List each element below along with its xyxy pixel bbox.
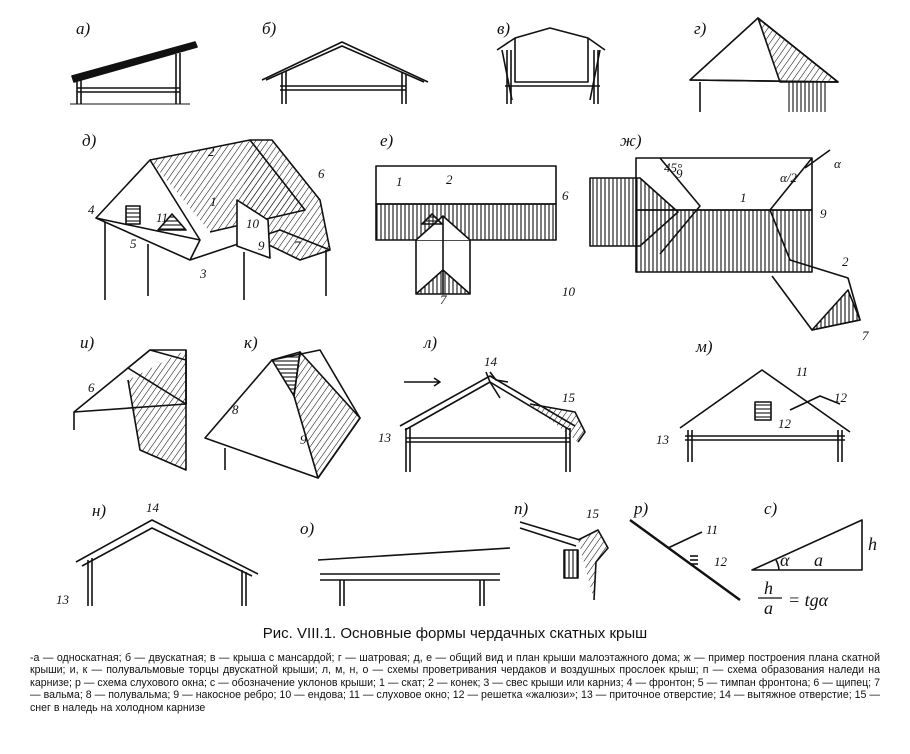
angle-alpha: α [834, 156, 842, 171]
num-6-d: 6 [318, 166, 325, 181]
num-5-d: 5 [130, 236, 137, 251]
label-zh: ж) [620, 131, 642, 150]
num-15-p: 15 [586, 506, 600, 521]
num-2-zh: 2 [842, 254, 849, 269]
num-2-e: 2 [446, 172, 453, 187]
label-i: и) [80, 333, 95, 352]
num-6-e: 6 [562, 188, 569, 203]
label-k: к) [244, 333, 258, 352]
label-b: б) [262, 19, 277, 38]
panel-a-shed-roof [70, 41, 198, 105]
panel-labels: а) б) в) г) д) е) ж) и) к) л) м) н) о) п… [76, 19, 778, 538]
slope-frac-h: h [764, 578, 773, 598]
slope-tg: = tgα [788, 590, 829, 610]
label-d: д) [82, 131, 97, 150]
num-13-l: 13 [378, 430, 392, 445]
label-o: о) [300, 519, 315, 538]
panel-l-attic-ventilation [399, 371, 586, 472]
panel-s-slope-notation [751, 519, 863, 599]
num-10-d: 10 [246, 216, 260, 231]
num-7-e: 7 [440, 292, 447, 307]
panel-o-flat-ventilation [317, 547, 511, 606]
num-11-m: 11 [796, 364, 808, 379]
panel-r-dormer [629, 519, 741, 601]
panel-g-hip-roof [689, 17, 839, 112]
panel-p-ice-dam [519, 521, 609, 601]
panel-d-house-view [95, 139, 331, 300]
num-3-d: 3 [199, 266, 207, 281]
figure-caption: -а — односкатная; б — двускатная; в — кр… [30, 652, 880, 714]
panel-i-half-hip [73, 349, 187, 471]
num-4-d: 4 [88, 202, 95, 217]
label-m: м) [695, 337, 713, 356]
num-9b-zh: 9 [820, 206, 827, 221]
slope-alpha: α [780, 550, 790, 570]
num-6-i: 6 [88, 380, 95, 395]
num-2-d: 2 [208, 144, 215, 159]
panel-b-gable-roof [261, 41, 429, 104]
num-13-m: 13 [656, 432, 670, 447]
label-s: с) [764, 499, 778, 518]
num-14-n: 14 [146, 500, 160, 515]
num-9-d: 9 [258, 238, 265, 253]
num-12-r: 12 [714, 554, 728, 569]
figure-title: Рис. VIII.1. Основные формы чердачных ск… [262, 625, 648, 642]
num-12b-m: 12 [778, 416, 792, 431]
num-14-l: 14 [484, 354, 498, 369]
num-11-r: 11 [706, 522, 718, 537]
slope-formula: α a h h a = tgα [764, 534, 877, 618]
panel-k-half-hip-end [204, 349, 361, 479]
num-1-d: 1 [210, 194, 217, 209]
slope-a: a [814, 550, 823, 570]
slope-h: h [868, 534, 877, 554]
angle-45: 45° [664, 160, 682, 175]
label-a: а) [76, 19, 91, 38]
label-v: в) [497, 19, 510, 38]
num-9-zh: 9 [676, 166, 683, 181]
num-11-d: 11 [156, 210, 168, 225]
label-n: н) [92, 501, 106, 520]
num-8-k: 8 [232, 402, 239, 417]
label-p: п) [514, 499, 529, 518]
num-10-e: 10 [562, 284, 576, 299]
num-9-k: 9 [300, 432, 307, 447]
num-1-zh: 1 [740, 190, 747, 205]
panel-zh-roof-construction [589, 149, 861, 331]
label-e: е) [380, 131, 394, 150]
label-r: р) [633, 499, 649, 518]
panel-e-roof-plan [375, 165, 557, 295]
panel-n-roof-ventilation [75, 519, 259, 606]
num-12-m: 12 [834, 390, 848, 405]
label-g: г) [694, 19, 707, 38]
slope-frac-a: a [764, 598, 773, 618]
num-7-zh: 7 [862, 328, 869, 343]
angle-half: α/2 [780, 170, 797, 185]
label-l: л) [423, 333, 437, 352]
panel-m-attic-ventilation [679, 369, 851, 462]
number-callouts: 2 6 4 5 11 1 10 9 7 3 1 2 6 7 10 9 1 9 2… [56, 144, 869, 607]
num-7-d: 7 [294, 238, 301, 253]
panel-v-mansard-roof [496, 27, 606, 104]
num-1-e: 1 [396, 174, 403, 189]
roof-forms-figure: а) б) в) г) д) е) ж) и) к) л) м) н) о) п… [56, 17, 877, 618]
num-15-l: 15 [562, 390, 576, 405]
num-13-n: 13 [56, 592, 70, 607]
